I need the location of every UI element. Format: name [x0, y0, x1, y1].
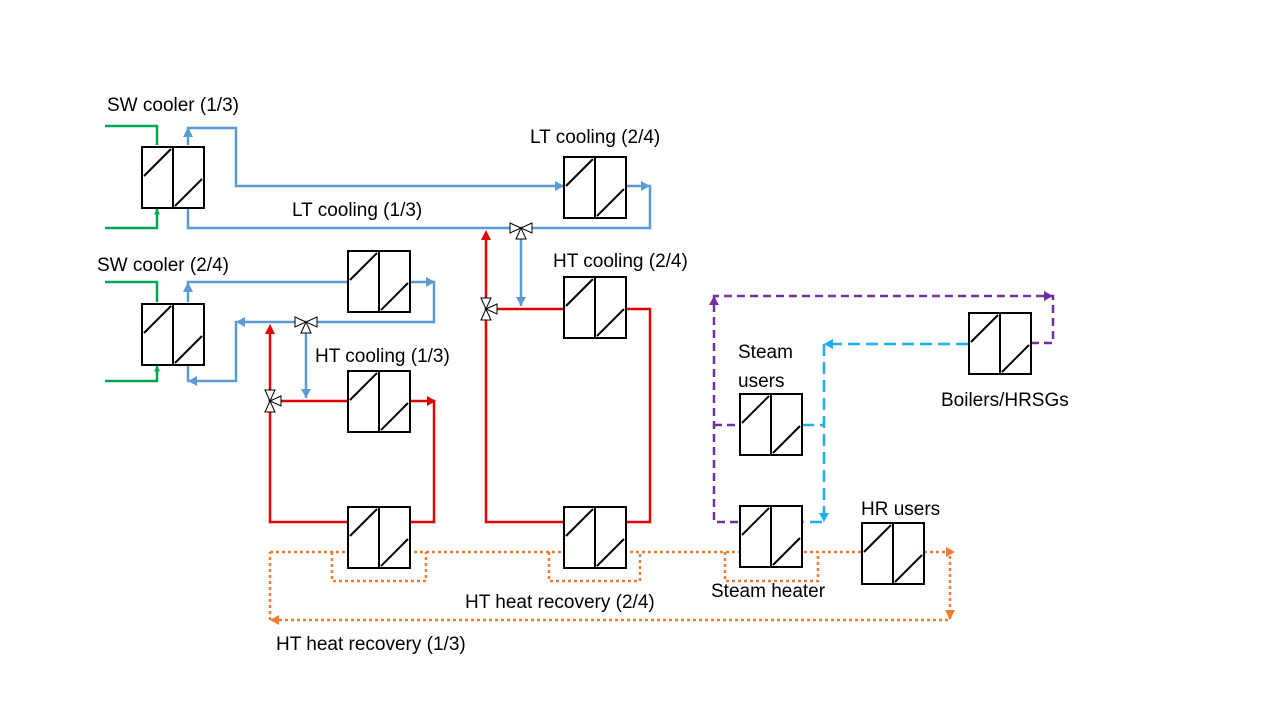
- label-hr-users: HR users: [861, 499, 940, 520]
- hr-arrow-2: [270, 615, 279, 625]
- hr-line-2: [330, 552, 428, 583]
- ht-line-3: [410, 399, 436, 524]
- lt-arrow-3: [555, 181, 564, 191]
- label-steam-heater: Steam heater: [711, 581, 826, 602]
- label-sw-cooler-1-3: SW cooler (1/3): [107, 95, 239, 116]
- label-sw-cooler-2-4: SW cooler (2/4): [97, 255, 229, 276]
- heat-exchanger-icon: [347, 250, 411, 313]
- sw-line-bottom-out: [105, 365, 160, 383]
- heat-recovery-lines: [268, 550, 952, 622]
- label-ht-heat-recovery-2-4: HT heat recovery (2/4): [465, 592, 655, 613]
- lt-arrow-1: [183, 127, 193, 137]
- three-way-valve-icon: [480, 297, 498, 321]
- lt-arrow-9: [301, 389, 311, 398]
- steam-arrow-2: [819, 513, 829, 522]
- ht-arrow-1: [265, 324, 275, 334]
- steam-arrow-1: [824, 339, 833, 349]
- heat-exchanger-icon: [141, 303, 205, 366]
- sw-line-bottom-in: [105, 280, 159, 302]
- heat-exchanger-icon: [739, 505, 803, 568]
- heat-exchanger-icon: [141, 146, 205, 209]
- ht-arrow-2: [481, 230, 491, 240]
- steam-lines: [802, 342, 968, 524]
- purple-arrows: [709, 291, 1053, 305]
- three-way-valve-icon: [264, 389, 282, 413]
- lt-arrow-7: [188, 376, 197, 386]
- label-ht-cooling-2-4: HT cooling (2/4): [553, 251, 688, 272]
- heat-exchanger-icon: [347, 370, 411, 433]
- ht-cooling-lines: [268, 236, 652, 524]
- three-way-valve-icon: [294, 316, 318, 334]
- heat-exchanger-icon: [563, 156, 627, 219]
- heat-exchanger-icon: [861, 522, 925, 585]
- label-steam-users-2: users: [738, 371, 784, 392]
- heat-exchanger-icon: [563, 276, 627, 339]
- heat-exchanger-icon: [968, 312, 1032, 375]
- label-lt-cooling-1-3: LT cooling (1/3): [292, 200, 422, 221]
- lt-arrow-8: [516, 297, 526, 306]
- label-ht-cooling-1-3: HT cooling (1/3): [315, 346, 450, 367]
- label-ht-heat-recovery-1-3: HT heat recovery (1/3): [276, 634, 466, 655]
- label-steam-users-1: Steam: [738, 342, 793, 363]
- steam-arrows: [819, 339, 833, 522]
- purple-arrow-2: [1044, 291, 1053, 301]
- lt-line-1: [186, 126, 563, 188]
- ht-arrows: [265, 230, 491, 406]
- label-boilers: Boilers/HRSGs: [941, 390, 1069, 411]
- sw-line-top-out: [105, 208, 160, 230]
- purple-line-1: [712, 294, 1055, 524]
- sw-line-top-in: [105, 124, 159, 145]
- hr-arrow-1: [945, 610, 955, 620]
- lt-arrow-6: [236, 317, 245, 327]
- hr-line-4: [723, 552, 820, 583]
- hr-line-3: [547, 552, 642, 583]
- hr-arrow-3: [946, 547, 955, 557]
- hr-arrows: [270, 547, 955, 625]
- label-lt-cooling-2-4: LT cooling (2/4): [530, 127, 660, 148]
- lt-arrow-2: [183, 282, 193, 292]
- heat-exchanger-icon: [739, 393, 803, 456]
- heat-exchanger-icon: [347, 506, 411, 569]
- lt-line-3: [186, 280, 348, 302]
- steam-line-1: [802, 342, 968, 524]
- seawater-lines: [105, 124, 160, 383]
- lt-arrow-4: [641, 181, 650, 191]
- lt-arrow-5: [426, 277, 435, 287]
- boiler-loop-lines: [712, 294, 1055, 524]
- three-way-valve-icon: [509, 222, 533, 240]
- ht-arrow-3: [427, 396, 436, 406]
- ht-line-4: [484, 236, 563, 524]
- heat-exchanger-icon: [563, 506, 627, 569]
- lt-arrows: [183, 127, 650, 398]
- purple-arrow-1: [709, 296, 719, 305]
- ht-line-6: [627, 307, 652, 524]
